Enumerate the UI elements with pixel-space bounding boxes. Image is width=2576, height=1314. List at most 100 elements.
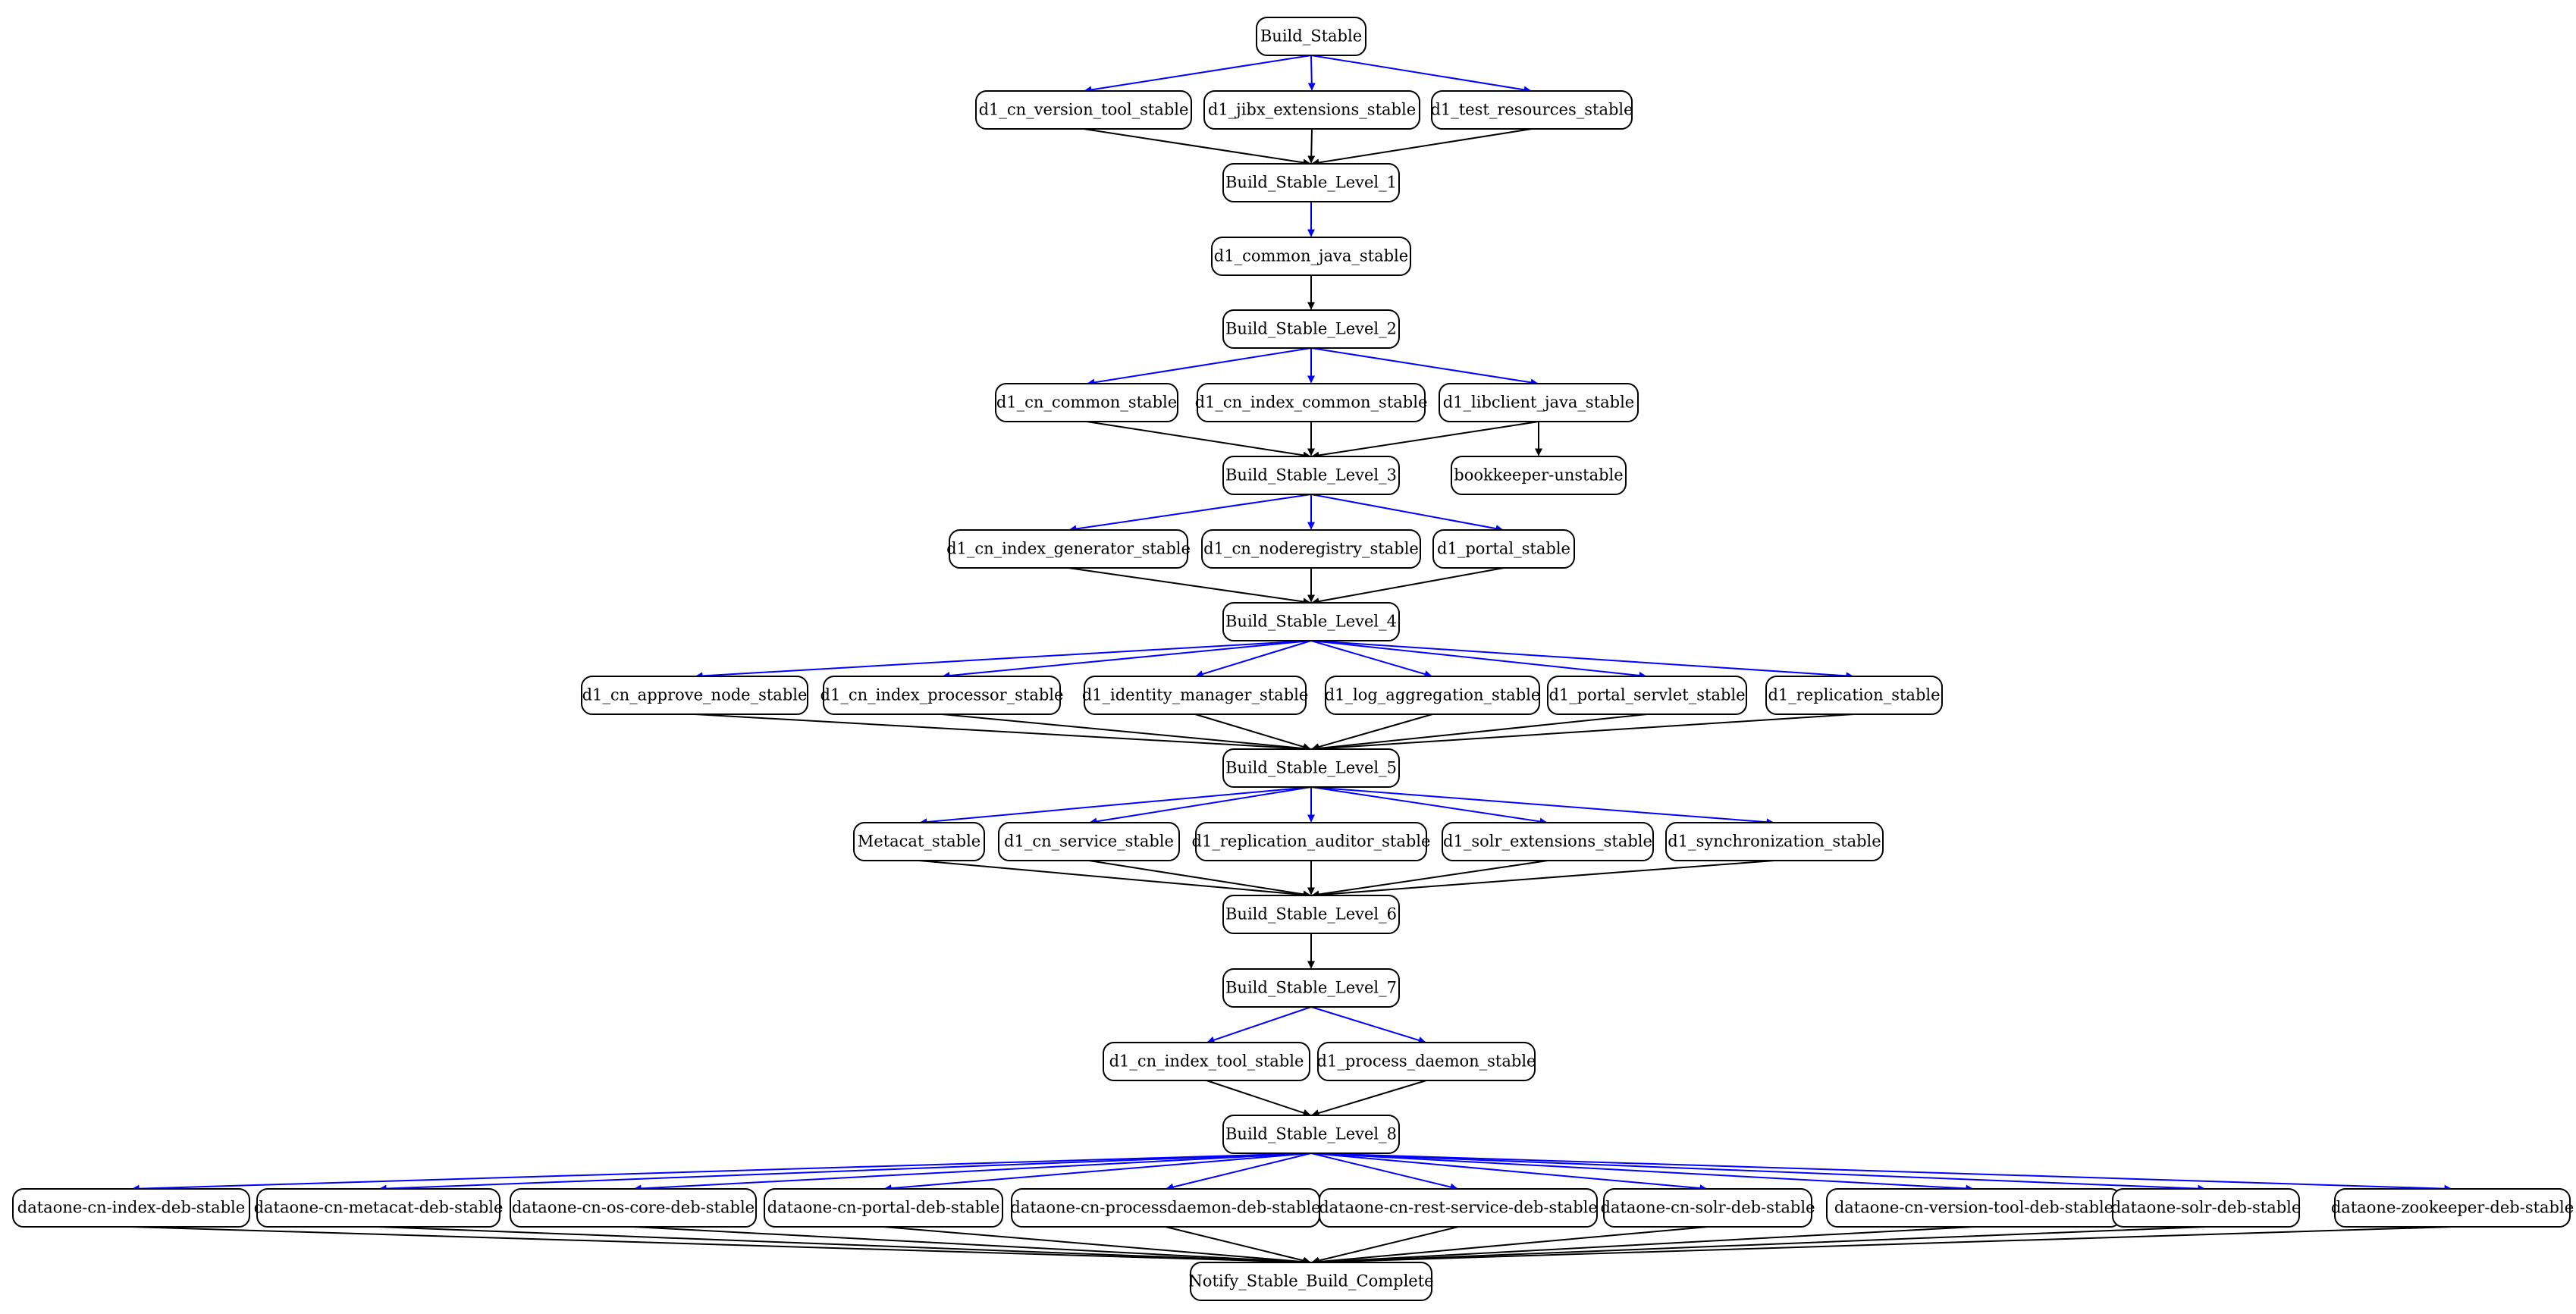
edge-d1-jibx-extensions-stable-to-build-stable-level-1 xyxy=(1307,128,1316,164)
node-dataone-cn-processdaemon-deb-stable[interactable]: dataone-cn-processdaemon-deb-stable xyxy=(1010,1188,1321,1228)
node-d1-cn-index-processor-stable[interactable]: d1_cn_index_processor_stable xyxy=(820,676,1064,715)
node-box xyxy=(1201,529,1421,569)
node-box xyxy=(1603,1188,1812,1228)
edge-d1-cn-approve-node-stable-to-build-stable-level-5 xyxy=(694,713,1311,753)
node-build-stable-level-6[interactable]: Build_Stable_Level_6 xyxy=(1222,895,1400,934)
node-d1-portal-stable[interactable]: d1_portal_stable xyxy=(1432,529,1575,569)
node-box xyxy=(975,90,1192,130)
node-dataone-cn-index-deb-stable[interactable]: dataone-cn-index-deb-stable xyxy=(12,1188,250,1228)
node-build-stable-level-3[interactable]: Build_Stable_Level_3 xyxy=(1222,456,1400,495)
node-box xyxy=(1256,17,1366,56)
node-build-stable-level-5[interactable]: Build_Stable_Level_5 xyxy=(1222,748,1400,788)
edge-build-stable-level-8-to-dataone-cn-portal-deb-stable xyxy=(883,1152,1312,1193)
node-dataone-cn-metacat-deb-stable[interactable]: dataone-cn-metacat-deb-stable xyxy=(254,1188,504,1228)
edge-build-stable-level-8-to-dataone-cn-os-core-deb-stable xyxy=(633,1152,1312,1193)
node-d1-cn-approve-node-stable[interactable]: d1_cn_approve_node_stable xyxy=(581,676,808,715)
edge-build-stable-level-8-to-dataone-cn-version-tool-deb-stable xyxy=(1310,1152,1974,1193)
node-dataone-cn-rest-service-deb-stable[interactable]: dataone-cn-rest-service-deb-stable xyxy=(1319,1188,1598,1228)
node-box xyxy=(1222,602,1400,641)
node-build-stable[interactable]: Build_Stable xyxy=(1256,17,1366,56)
node-d1-replication-auditor-stable[interactable]: d1_replication_auditor_stable xyxy=(1192,822,1431,861)
edge-build-stable-to-d1-test-resources-stable xyxy=(1310,55,1532,94)
node-dataone-zookeeper-deb-stable[interactable]: dataone-zookeeper-deb-stable xyxy=(2331,1188,2574,1228)
node-d1-replication-stable[interactable]: d1_replication_stable xyxy=(1765,676,1943,715)
edge-build-stable-level-8-to-dataone-zookeeper-deb-stable xyxy=(1310,1152,2452,1193)
node-build-stable-level-8[interactable]: Build_Stable_Level_8 xyxy=(1222,1115,1400,1154)
node-d1-cn-version-tool-stable[interactable]: d1_cn_version_tool_stable xyxy=(975,90,1192,130)
node-bookkeeper-unstable[interactable]: bookkeeper-unstable xyxy=(1451,456,1627,495)
node-metacat-stable[interactable]: Metacat_stable xyxy=(853,822,985,861)
node-dataone-cn-portal-deb-stable[interactable]: dataone-cn-portal-deb-stable xyxy=(764,1188,1003,1228)
node-label: dataone-cn-metacat-deb-stable xyxy=(254,1199,504,1217)
edge-d1-synchronization-stable-to-build-stable-level-6 xyxy=(1311,860,1775,899)
node-d1-log-aggregation-stable[interactable]: d1_log_aggregation_stable xyxy=(1325,676,1541,715)
node-label: d1_cn_approve_node_stable xyxy=(582,686,808,704)
node-notify-stable-build-complete[interactable]: Notify_Stable_Build_Complete xyxy=(1188,1262,1434,1301)
node-d1-jibx-extensions-stable[interactable]: d1_jibx_extensions_stable xyxy=(1203,90,1420,130)
node-d1-portal-servlet-stable[interactable]: d1_portal_servlet_stable xyxy=(1547,676,1747,715)
node-box xyxy=(1442,822,1654,861)
node-build-stable-level-2[interactable]: Build_Stable_Level_2 xyxy=(1222,309,1400,349)
node-d1-cn-common-stable[interactable]: d1_cn_common_stable xyxy=(995,383,1178,422)
node-box xyxy=(853,822,985,861)
node-box xyxy=(1203,90,1420,130)
node-label: Notify_Stable_Build_Complete xyxy=(1188,1272,1433,1290)
node-label: Build_Stable_Level_5 xyxy=(1225,759,1397,777)
node-label: dataone-cn-rest-service-deb-stable xyxy=(1319,1199,1598,1217)
node-box xyxy=(12,1188,250,1228)
node-d1-cn-service-stable[interactable]: d1_cn_service_stable xyxy=(998,822,1180,861)
edge-build-stable-level-4-to-d1-cn-index-processor-stable xyxy=(942,640,1312,679)
node-dataone-solr-deb-stable[interactable]: dataone-solr-deb-stable xyxy=(2111,1188,2301,1228)
node-box xyxy=(1451,456,1627,495)
node-box xyxy=(1317,1042,1536,1081)
node-label: dataone-cn-solr-deb-stable xyxy=(1601,1199,1815,1217)
node-label: d1_cn_index_tool_stable xyxy=(1109,1052,1304,1071)
node-d1-cn-index-tool-stable[interactable]: d1_cn_index_tool_stable xyxy=(1103,1042,1310,1081)
edge-build-stable-level-4-to-d1-replication-stable xyxy=(1310,640,1854,680)
node-box xyxy=(256,1188,500,1228)
node-box xyxy=(581,676,808,715)
node-d1-cn-noderegistry-stable[interactable]: d1_cn_noderegistry_stable xyxy=(1201,529,1421,569)
node-label: d1_log_aggregation_stable xyxy=(1325,686,1541,704)
edge-build-stable-level-8-to-dataone-solr-deb-stable xyxy=(1310,1152,2206,1193)
edge-dataone-cn-portal-deb-stable-to-notify-stable-build-complete xyxy=(883,1226,1311,1266)
edge-d1-cn-version-tool-stable-to-build-stable-level-1 xyxy=(1083,128,1311,167)
node-label: dataone-cn-os-core-deb-stable xyxy=(512,1199,755,1217)
node-build-stable-level-1[interactable]: Build_Stable_Level_1 xyxy=(1222,163,1400,202)
node-build-stable-level-4[interactable]: Build_Stable_Level_4 xyxy=(1222,602,1400,641)
node-dataone-cn-version-tool-deb-stable[interactable]: dataone-cn-version-tool-deb-stable xyxy=(1826,1188,2122,1228)
node-d1-cn-index-common-stable[interactable]: d1_cn_index_common_stable xyxy=(1195,383,1428,422)
node-label: d1_portal_servlet_stable xyxy=(1548,686,1745,704)
node-label: Build_Stable_Level_4 xyxy=(1225,613,1397,631)
node-d1-process-daemon-stable[interactable]: d1_process_daemon_stable xyxy=(1317,1042,1536,1081)
node-box xyxy=(1325,676,1540,715)
node-label: dataone-zookeeper-deb-stable xyxy=(2331,1199,2574,1217)
node-d1-cn-index-generator-stable[interactable]: d1_cn_index_generator_stable xyxy=(946,529,1191,569)
edge-dataone-cn-solr-deb-stable-to-notify-stable-build-complete xyxy=(1311,1226,1708,1266)
node-label: dataone-cn-index-deb-stable xyxy=(17,1199,245,1217)
node-d1-test-resources-stable[interactable]: d1_test_resources_stable xyxy=(1430,90,1633,130)
node-box xyxy=(823,676,1061,715)
edge-d1-replication-stable-to-build-stable-level-5 xyxy=(1311,713,1855,753)
edge-dataone-cn-metacat-deb-stable-to-notify-stable-build-complete xyxy=(378,1226,1311,1266)
node-box xyxy=(1211,237,1411,276)
node-box xyxy=(1222,309,1400,349)
node-d1-solr-extensions-stable[interactable]: d1_solr_extensions_stable xyxy=(1442,822,1654,861)
node-dataone-cn-os-core-deb-stable[interactable]: dataone-cn-os-core-deb-stable xyxy=(510,1188,757,1228)
node-label: d1_solr_extensions_stable xyxy=(1443,833,1652,851)
node-build-stable-level-7[interactable]: Build_Stable_Level_7 xyxy=(1222,968,1400,1008)
node-dataone-cn-solr-deb-stable[interactable]: dataone-cn-solr-deb-stable xyxy=(1601,1188,1815,1228)
edge-build-stable-to-d1-jibx-extensions-stable xyxy=(1307,55,1316,91)
node-label: d1_libclient_java_stable xyxy=(1443,394,1635,412)
edge-dataone-solr-deb-stable-to-notify-stable-build-complete xyxy=(1311,1226,2207,1266)
node-d1-common-java-stable[interactable]: d1_common_java_stable xyxy=(1211,237,1411,276)
edge-build-stable-level-8-to-dataone-cn-rest-service-deb-stable xyxy=(1310,1152,1458,1191)
node-d1-synchronization-stable[interactable]: d1_synchronization_stable xyxy=(1665,822,1884,861)
node-box xyxy=(949,529,1188,569)
node-label: dataone-solr-deb-stable xyxy=(2111,1199,2301,1217)
node-label: d1_portal_stable xyxy=(1437,540,1570,558)
node-box xyxy=(998,822,1180,861)
node-d1-identity-manager-stable[interactable]: d1_identity_manager_stable xyxy=(1082,676,1309,715)
node-d1-libclient-java-stable[interactable]: d1_libclient_java_stable xyxy=(1439,383,1639,422)
edge-metacat-stable-to-build-stable-level-6 xyxy=(918,860,1311,899)
